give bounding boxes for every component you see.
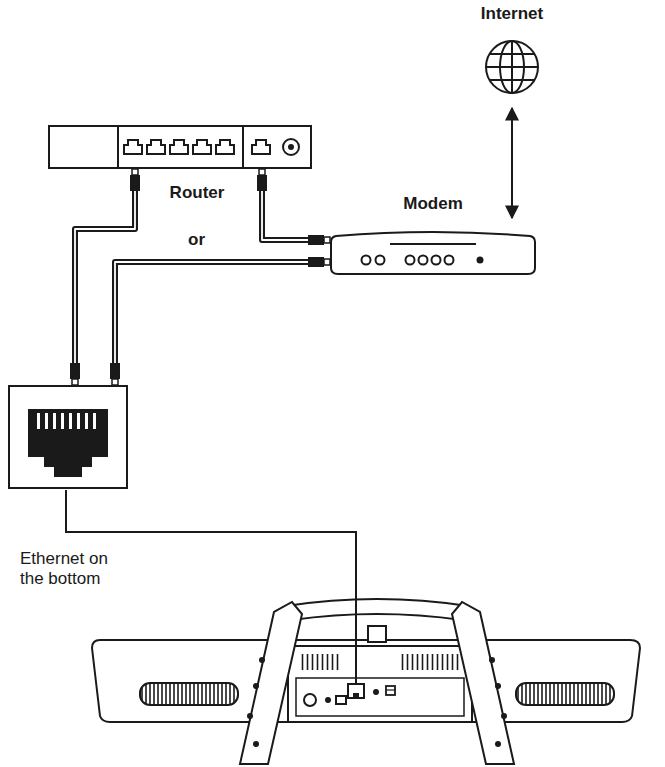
cable-core (75, 169, 135, 385)
speaker-grille (516, 683, 614, 705)
cable-plug (70, 363, 80, 379)
ethernet-port-clip (353, 693, 359, 698)
small-port (386, 689, 395, 690)
plug-tip (132, 169, 138, 175)
speaker-grille (140, 683, 238, 705)
plug-tip (324, 259, 330, 265)
plug-tip (324, 237, 330, 243)
rj45-socket (10, 387, 126, 487)
globe-icon (483, 38, 541, 96)
stand-mount (368, 626, 386, 642)
cable-core (262, 169, 330, 240)
node-label: Internet (470, 4, 554, 24)
vent (400, 654, 460, 670)
cable-jacket (75, 169, 135, 385)
node-label: Modem (330, 194, 536, 214)
cable-jacket (262, 169, 330, 240)
node-label: Ethernet on the bottom (20, 549, 132, 589)
small-port (373, 689, 379, 695)
cable-plug (257, 175, 267, 191)
connection-arrow (512, 108, 513, 218)
audio-port (304, 694, 316, 706)
cable-jacket (115, 262, 330, 385)
vent (300, 654, 340, 670)
hdmi-port (336, 696, 346, 704)
stand-leg (240, 602, 302, 764)
stand-leg (452, 602, 514, 764)
ethernet-port (348, 684, 364, 698)
arrow-line (511, 108, 513, 218)
node-label: Router (48, 183, 312, 203)
router-body (48, 125, 312, 169)
audio-port (325, 697, 331, 703)
plug-tip (259, 169, 265, 175)
cable-core (115, 262, 330, 385)
jack-plate (8, 385, 128, 489)
stand-top-bar (286, 599, 468, 620)
tv-panel (92, 640, 640, 722)
stand-hinge-dots (247, 657, 507, 747)
ethernet-cable (110, 257, 330, 385)
router-box: Router (48, 125, 312, 203)
connector-module (288, 646, 472, 722)
modem-body (330, 228, 536, 276)
ethernet-cable-to-tv (66, 490, 356, 684)
modem-box: Modem (330, 190, 536, 276)
choice-label: or (186, 230, 207, 250)
ethernet-cable (70, 169, 140, 385)
cable-plug (308, 257, 324, 267)
cable-plug (110, 363, 120, 379)
cable-plug (130, 175, 140, 191)
port-housing (296, 678, 464, 716)
small-port (386, 686, 395, 695)
cable-plug (308, 235, 324, 245)
ethernet-cable (257, 169, 330, 245)
ethernet-jack: Ethernet on the bottom (8, 385, 148, 589)
internet-globe: Internet (470, 4, 554, 96)
